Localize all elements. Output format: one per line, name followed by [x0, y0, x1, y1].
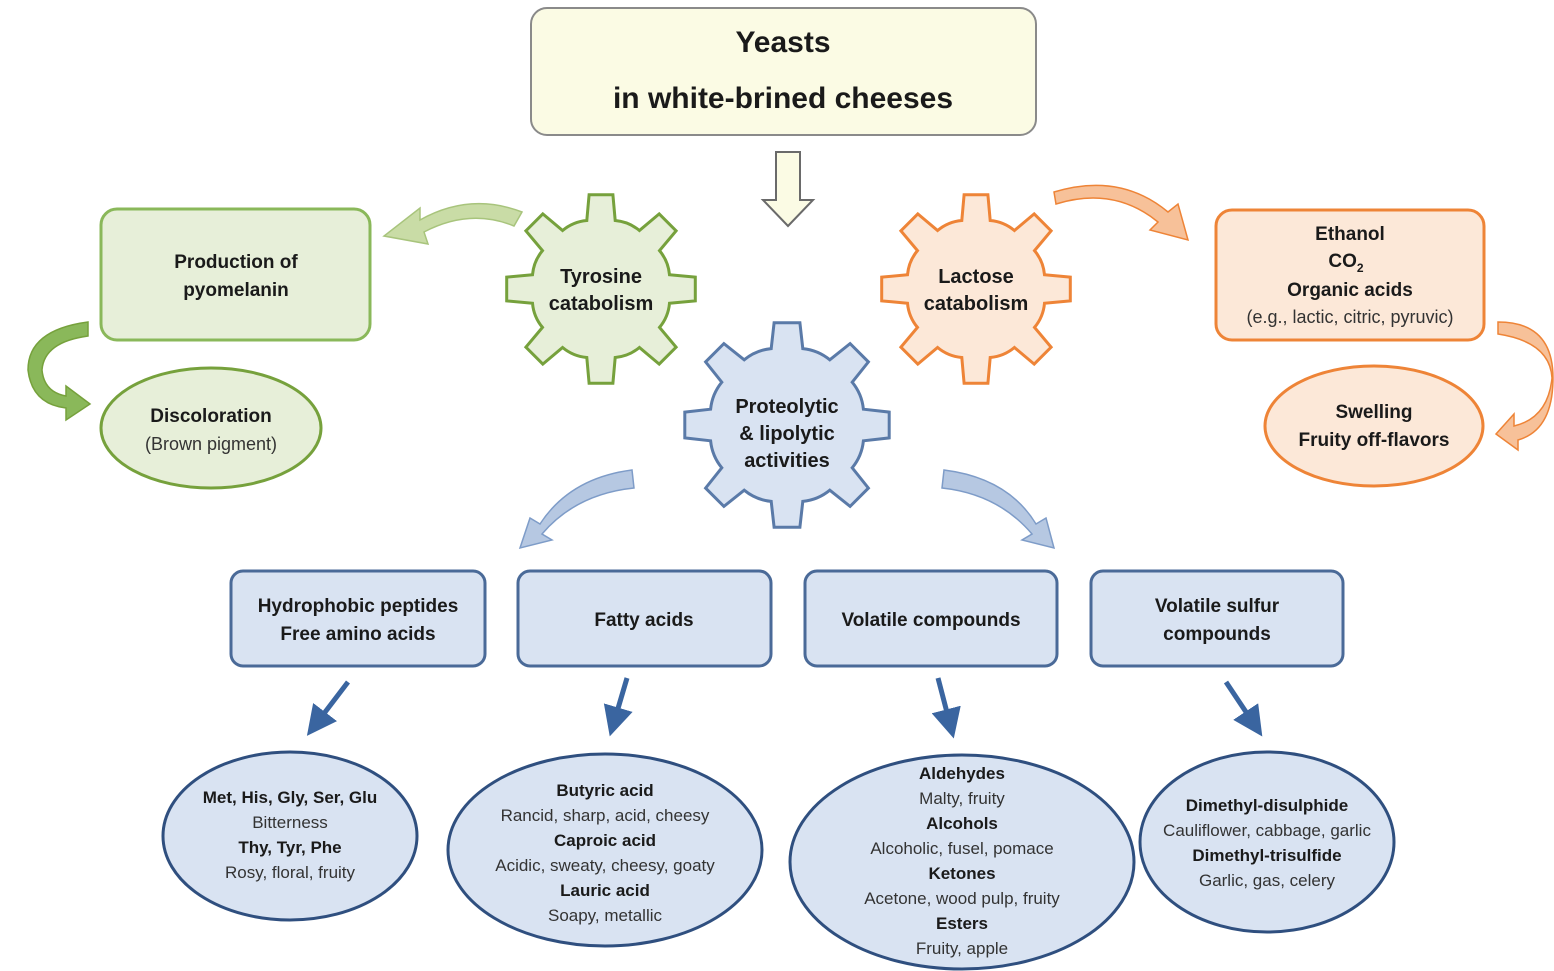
- tyrosine-gear: [505, 193, 697, 385]
- organic-acids-label: Organic acids: [1287, 280, 1413, 301]
- result-item-name: Thy, Tyr, Phe: [238, 838, 341, 857]
- lactose-gear-line-2: catabolism: [924, 293, 1028, 315]
- category-box: [229, 569, 487, 668]
- result-item-desc: Soapy, metallic: [548, 906, 663, 925]
- proteolytic-line-1: Proteolytic: [735, 396, 838, 418]
- result-item-desc: Garlic, gas, celery: [1199, 871, 1336, 890]
- category-arrow: [1223, 680, 1263, 737]
- result-item-desc: Acidic, sweaty, cheesy, goaty: [495, 856, 715, 875]
- green-curve-arrow-1: [382, 202, 524, 245]
- title-box: Yeasts in white-brined cheeses: [530, 7, 1037, 136]
- orange-curve-arrow-2: [1494, 321, 1554, 452]
- result-item-desc: Alcoholic, fusel, pomace: [870, 839, 1053, 858]
- blue-curve-arrow-right: [941, 469, 1056, 550]
- category-box-line-1: Volatile sulfur: [1155, 596, 1280, 617]
- category-box: [516, 569, 773, 668]
- organic-acids-examples: (e.g., lactic, citric, pyruvic): [1246, 307, 1453, 327]
- result-item-name: Dimethyl-disulphide: [1186, 796, 1348, 815]
- category-fatty-acids: Fatty acids Butyric acid Rancid, sharp, …: [446, 569, 773, 948]
- category-peptides: Hydrophobic peptides Free amino acids Me…: [161, 569, 487, 922]
- proteolytic-line-3: activities: [744, 450, 830, 472]
- pyomelanin-line-2: pyomelanin: [183, 280, 289, 301]
- green-curve-arrow-2: [27, 321, 92, 422]
- result-item-name: Aldehydes: [919, 764, 1005, 783]
- lactose-gear: [880, 193, 1072, 385]
- proteolytic-gear: [683, 321, 891, 529]
- discoloration-title: Discoloration: [150, 406, 271, 427]
- pyomelanin-box: [99, 207, 372, 342]
- category-arrow: [603, 677, 633, 737]
- co2-label: CO2: [1328, 251, 1364, 275]
- result-ellipse: [161, 750, 419, 922]
- tyrosine-branch: Production of pyomelanin Discoloration (…: [27, 193, 697, 490]
- result-item-desc: Rosy, floral, fruity: [225, 863, 356, 882]
- result-item-desc: Bitterness: [252, 813, 328, 832]
- result-item-name: Met, His, Gly, Ser, Glu: [203, 788, 377, 807]
- category-box-line-1: Volatile compounds: [841, 610, 1020, 631]
- result-item-desc: Rancid, sharp, acid, cheesy: [501, 806, 710, 825]
- ethanol-label: Ethanol: [1315, 224, 1385, 245]
- result-ellipse: [1138, 750, 1396, 934]
- orange-curve-arrow-1: [1053, 184, 1190, 242]
- discoloration-ellipse: [99, 366, 323, 490]
- category-box-line-1: Fatty acids: [594, 610, 693, 631]
- lactose-products-box: [1214, 208, 1486, 342]
- result-item-desc: Cauliflower, cabbage, garlic: [1163, 821, 1371, 840]
- blue-curve-arrow-left: [518, 469, 635, 550]
- result-item-name: Ketones: [928, 864, 995, 883]
- result-item-name: Lauric acid: [560, 881, 650, 900]
- result-ellipse: [446, 752, 764, 948]
- category-box: [1089, 569, 1345, 668]
- result-item-desc: Fruity, apple: [916, 939, 1008, 958]
- lactose-branch: Ethanol CO2 Organic acids (e.g., lactic,…: [880, 184, 1554, 488]
- tyrosine-gear-line-2: catabolism: [549, 293, 653, 315]
- category-arrow: [306, 680, 350, 736]
- down-arrow: [760, 151, 816, 228]
- discoloration-detail: (Brown pigment): [145, 434, 277, 454]
- result-item-name: Butyric acid: [556, 781, 653, 800]
- lactose-gear-line-1: Lactose: [938, 266, 1014, 288]
- pyomelanin-line-1: Production of: [174, 252, 298, 273]
- tyrosine-gear-line-1: Tyrosine: [560, 266, 642, 288]
- proteolytic-line-2: & lipolytic: [739, 423, 835, 445]
- title-line-2: in white-brined cheeses: [613, 82, 953, 115]
- result-item-name: Esters: [936, 914, 988, 933]
- result-item-name: Caproic acid: [554, 831, 656, 850]
- result-item-name: Dimethyl-trisulfide: [1192, 846, 1341, 865]
- category-box-line-2: Free amino acids: [280, 624, 435, 645]
- category-volatile-sulfur: Volatile sulfur compounds Dimethyl-disul…: [1089, 569, 1396, 934]
- result-item-name: Alcohols: [926, 814, 998, 833]
- swelling-line-1: Swelling: [1335, 402, 1412, 423]
- category-arrow: [931, 677, 961, 739]
- result-ellipse: [788, 753, 1136, 971]
- result-item-desc: Malty, fruity: [919, 789, 1005, 808]
- category-box-line-1: Hydrophobic peptides: [258, 596, 459, 617]
- category-box-line-2: compounds: [1163, 624, 1271, 645]
- result-item-desc: Acetone, wood pulp, fruity: [864, 889, 1060, 908]
- title-line-1: Yeasts: [735, 26, 830, 59]
- category-row: Hydrophobic peptides Free amino acids Me…: [161, 569, 1396, 971]
- category-volatile-compounds: Volatile compounds Aldehydes Malty, frui…: [788, 569, 1136, 971]
- category-box: [803, 569, 1059, 668]
- swelling-line-2: Fruity off-flavors: [1299, 430, 1450, 451]
- proteolytic-branch: Proteolytic & lipolytic activities: [518, 321, 1056, 550]
- swelling-ellipse: [1263, 364, 1485, 488]
